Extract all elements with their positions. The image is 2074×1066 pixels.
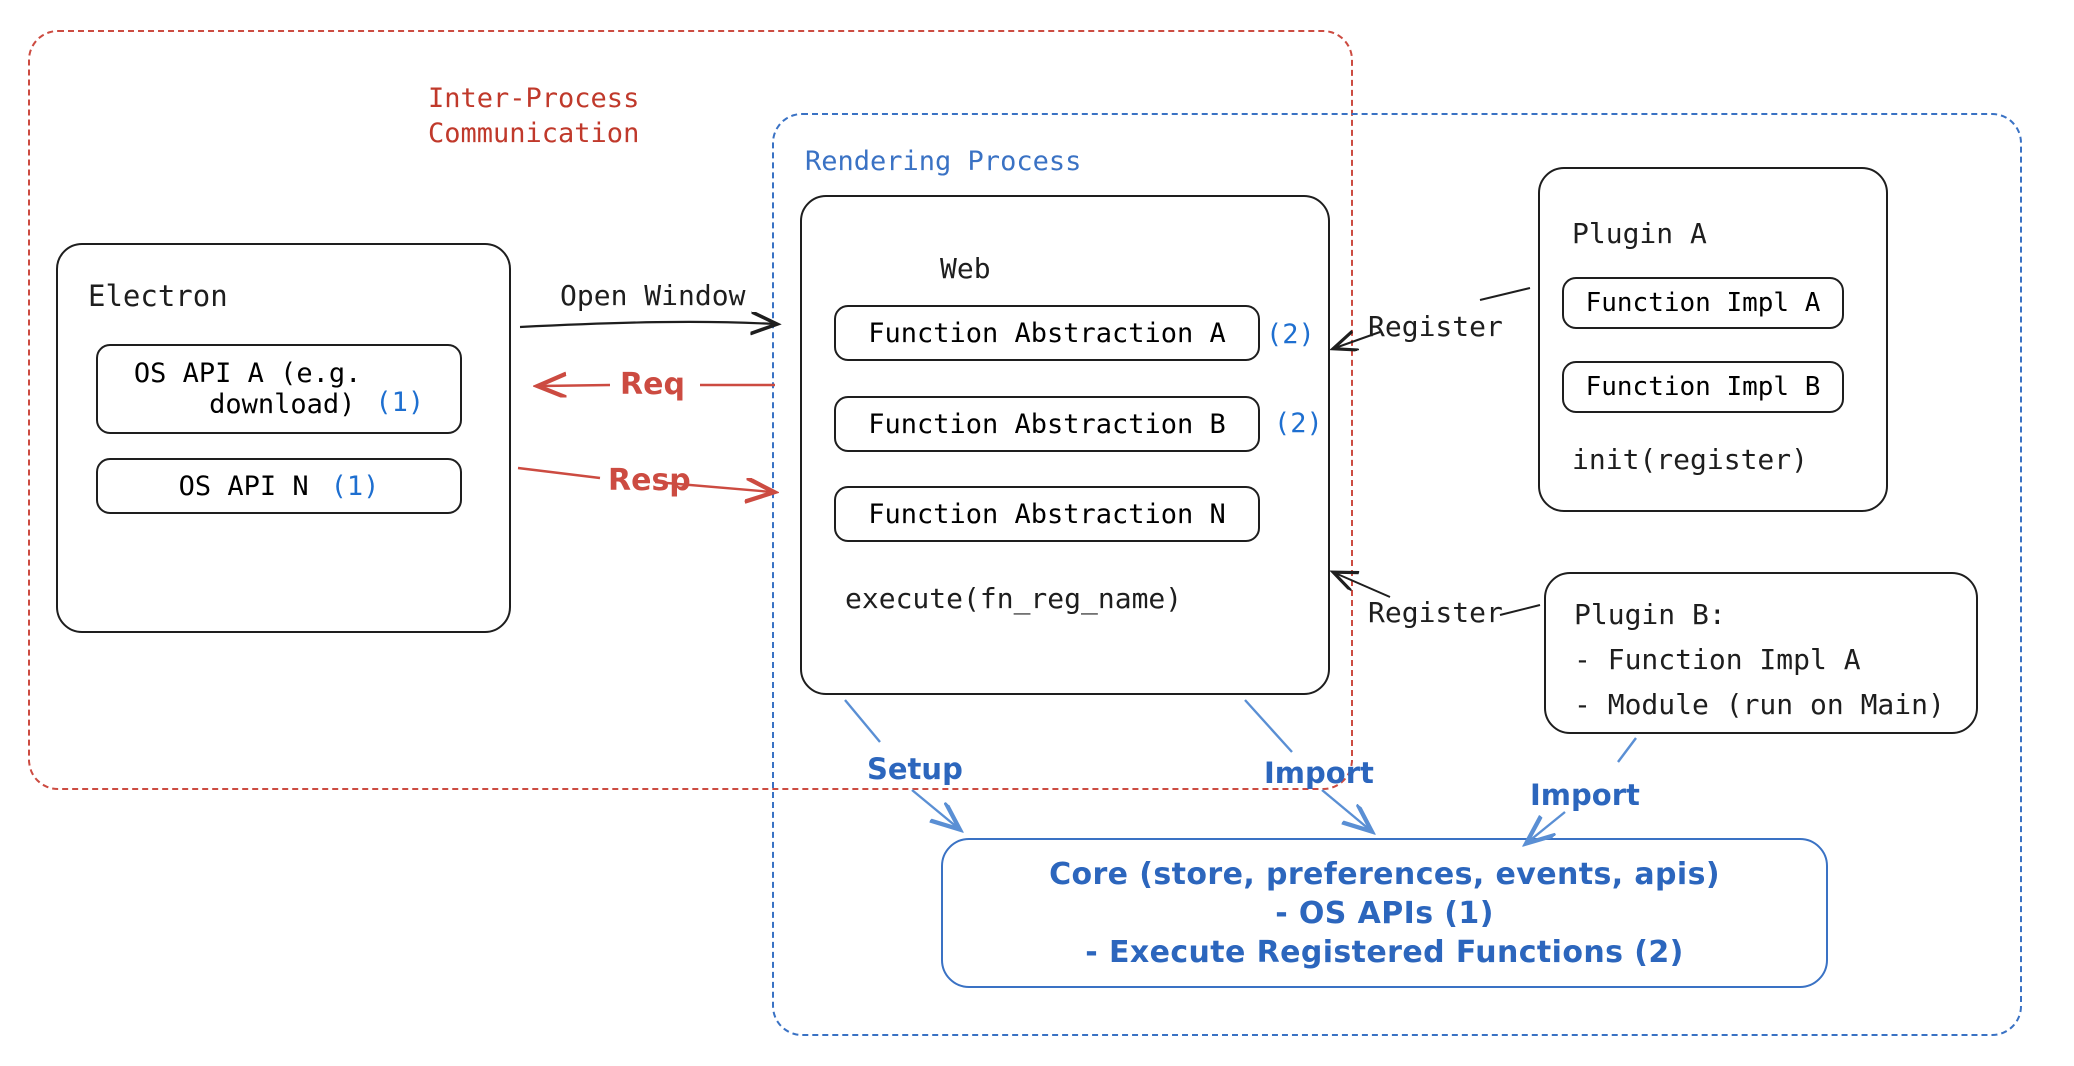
core-line-1: Core (store, preferences, events, apis): [1049, 856, 1720, 892]
register-plugin-a-label: Register: [1368, 310, 1503, 343]
function-abstraction-b-label: Function Abstraction B: [868, 408, 1226, 440]
core-line-3: - Execute Registered Functions (2): [1085, 934, 1684, 970]
ipc-label-line2: Communication: [428, 118, 640, 149]
os-api-a-marker: (1): [375, 387, 425, 418]
plugin-a-function-impl-b-label: Function Impl B: [1585, 372, 1821, 402]
import-web-label: Import: [1264, 756, 1374, 790]
plugin-a-init-label: init(register): [1572, 443, 1809, 476]
function-abstraction-a-marker: (2): [1266, 319, 1315, 350]
function-abstraction-n-label: Function Abstraction N: [868, 498, 1226, 530]
req-label: Req: [620, 367, 685, 402]
function-abstraction-a-label: Function Abstraction A: [868, 317, 1226, 349]
plugin-b-title: Plugin B:: [1574, 598, 1726, 631]
web-title: Web: [940, 252, 991, 285]
plugin-a-function-impl-a-label: Function Impl A: [1585, 288, 1821, 318]
plugin-b-box: [1544, 572, 1978, 734]
os-api-a-line1: OS API A (e.g.: [133, 358, 362, 389]
rendering-process-boundary: [772, 113, 2022, 1036]
ipc-boundary: [28, 30, 1353, 790]
core-box: Core (store, preferences, events, apis) …: [941, 838, 1828, 988]
setup-label: Setup: [867, 752, 963, 786]
plugin-a-function-impl-a-box: Function Impl A: [1562, 277, 1844, 329]
plugin-a-box: [1538, 167, 1888, 512]
resp-label: Resp: [608, 463, 691, 498]
function-abstraction-b-box: Function Abstraction B: [834, 396, 1260, 452]
os-api-a-box: OS API A (e.g. download) (1): [96, 344, 462, 434]
function-abstraction-n-box: Function Abstraction N: [834, 486, 1260, 542]
os-api-n-marker: (1): [330, 470, 380, 502]
os-api-a-line2: download): [209, 389, 356, 420]
plugin-b-line-1: - Function Impl A: [1574, 643, 1861, 676]
plugin-a-function-impl-b-box: Function Impl B: [1562, 361, 1844, 413]
plugin-b-line-2: - Module (run on Main): [1574, 688, 1945, 721]
plugin-a-title: Plugin A: [1572, 217, 1707, 250]
function-abstraction-b-marker: (2): [1274, 408, 1323, 439]
electron-box: [56, 243, 511, 633]
function-abstraction-a-box: Function Abstraction A: [834, 305, 1260, 361]
open-window-label: Open Window: [560, 279, 746, 312]
web-execute-label: execute(fn_reg_name): [845, 582, 1183, 615]
import-plugin-b-label: Import: [1530, 778, 1640, 812]
core-line-2: - OS APIs (1): [1275, 895, 1494, 931]
web-box: [800, 195, 1330, 695]
os-api-n-label: OS API N: [178, 470, 309, 502]
ipc-label-line1: Inter-Process: [428, 83, 640, 114]
electron-title: Electron: [88, 279, 228, 313]
register-plugin-b-label: Register: [1368, 596, 1503, 629]
os-api-n-box: OS API N (1): [96, 458, 462, 514]
rendering-process-label: Rendering Process: [805, 146, 1082, 177]
